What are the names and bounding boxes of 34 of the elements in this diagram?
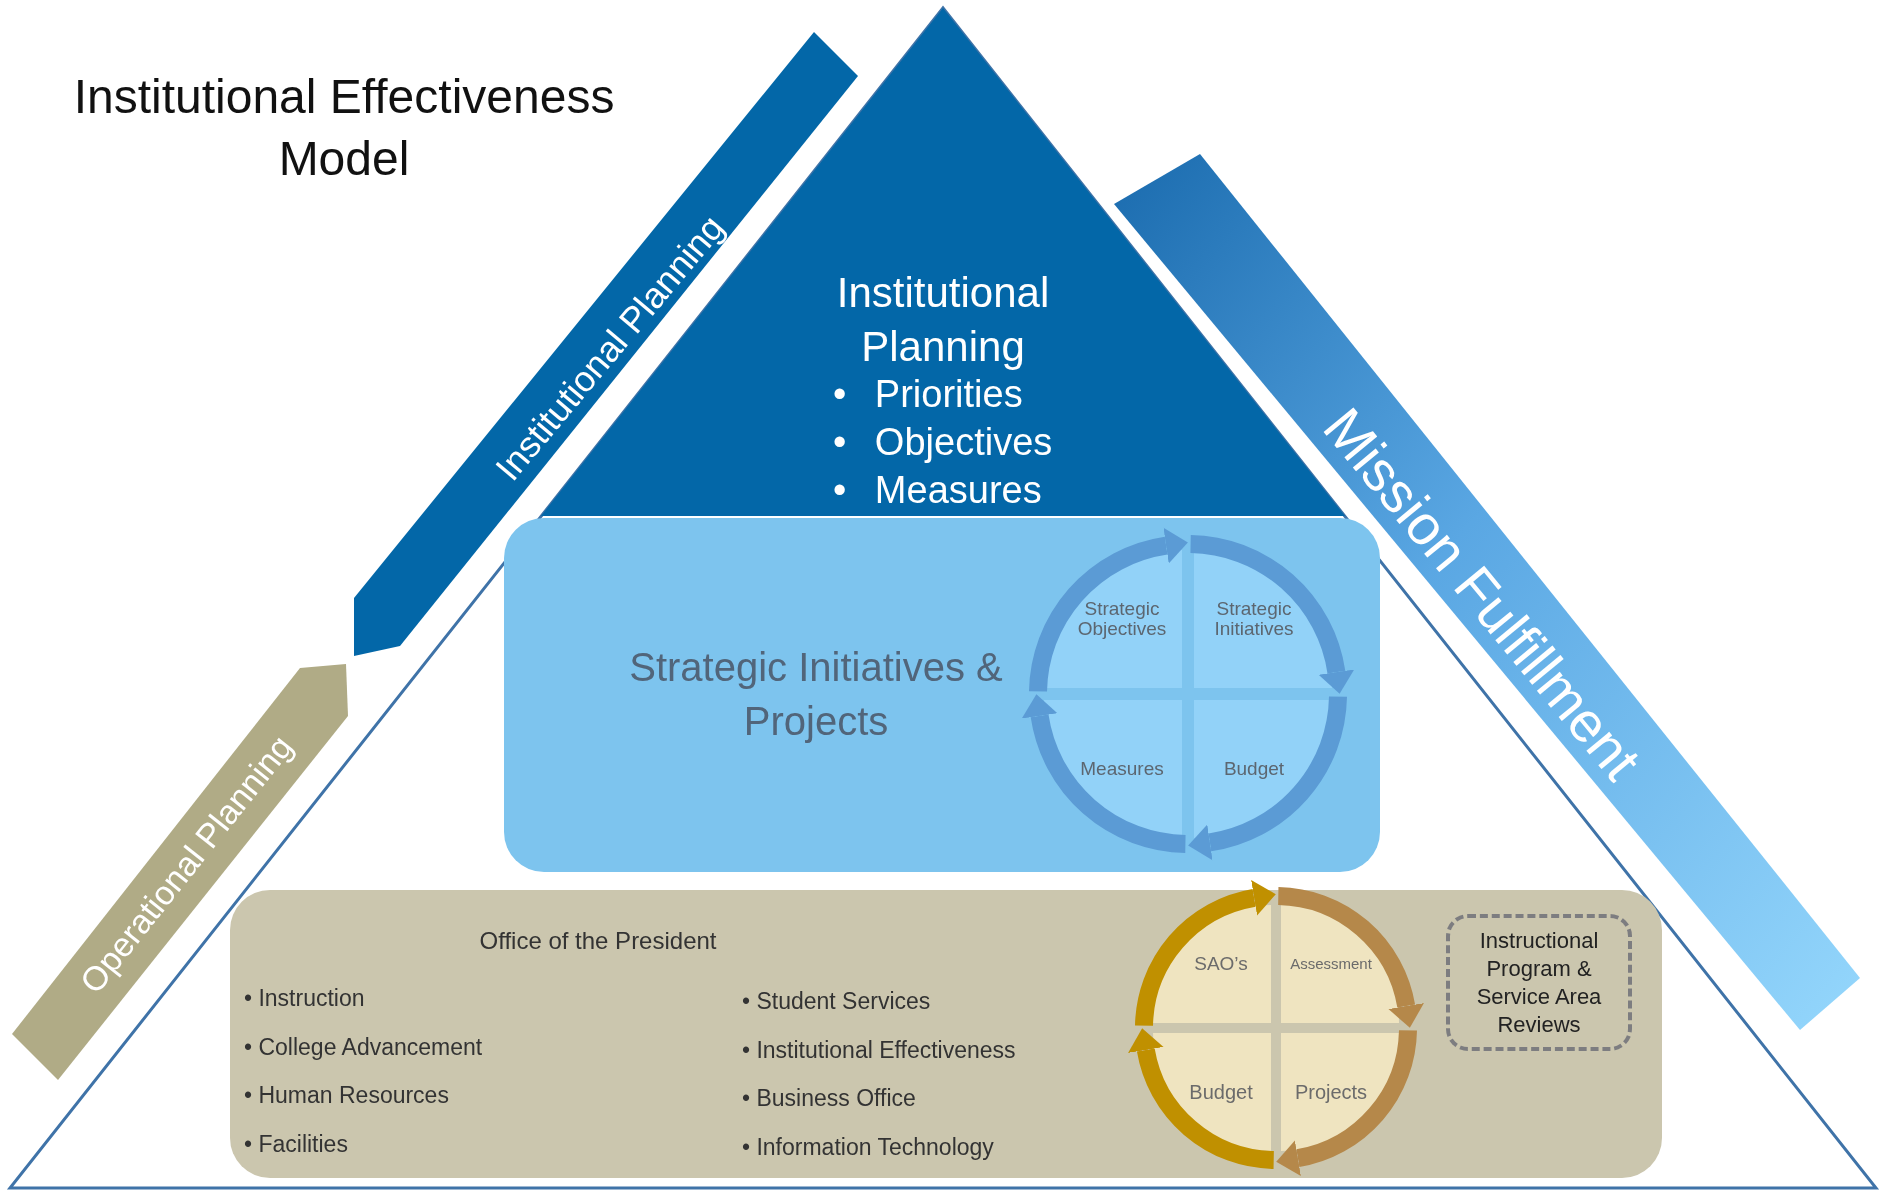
quadrant-label: SAO’s (1194, 954, 1248, 974)
list-item: • College Advancement (244, 1032, 483, 1062)
operations-panel (230, 890, 1662, 1178)
panel-heading: Strategic Initiatives & Projects (628, 644, 1004, 745)
list-item: • Institutional Effectiveness (742, 1035, 1016, 1065)
list-item: • Business Office (742, 1084, 917, 1113)
quadrant-label: Budget (1189, 1081, 1253, 1103)
list-item: • Human Resources (244, 1081, 450, 1110)
list-item: • Objectives (833, 420, 1053, 465)
cycle-arrow (1128, 1028, 1275, 1169)
quadrant-label: Strategic Objectives (1076, 599, 1168, 639)
quadrant-label: Assessment (1290, 956, 1372, 972)
cycle-arrow (1029, 528, 1188, 693)
cycle-arrow (1135, 880, 1276, 1027)
diagram-title: Institutional Effectiveness Model (72, 69, 616, 187)
list-item: • Priorities (833, 372, 1024, 417)
list-item: • Measures (833, 468, 1043, 513)
box-label: Instructional Program & Service Area Reviews (1475, 926, 1603, 1039)
quadrant-label: Projects (1294, 1081, 1368, 1103)
quadrant-label: Measures (1080, 759, 1164, 779)
cycle-arrow (1189, 535, 1354, 694)
review-box (1446, 914, 1632, 1051)
node-heading: Institutional Planning (835, 268, 1051, 372)
quadrant-label: Budget (1223, 759, 1285, 779)
list-item: • Instruction (244, 984, 366, 1013)
list-item: • Information Technology (742, 1132, 995, 1162)
cycle-arrow (1277, 887, 1424, 1028)
cycle-arrow (1188, 695, 1347, 860)
node-heading: Office of the President (478, 926, 718, 956)
quadrant-label: Strategic Initiatives (1213, 599, 1295, 639)
list-item: • Student Services (742, 987, 932, 1016)
cycle-arrow (1276, 1029, 1417, 1176)
list-item: • Facilities (244, 1129, 349, 1159)
cycle-arrow (1022, 694, 1187, 853)
